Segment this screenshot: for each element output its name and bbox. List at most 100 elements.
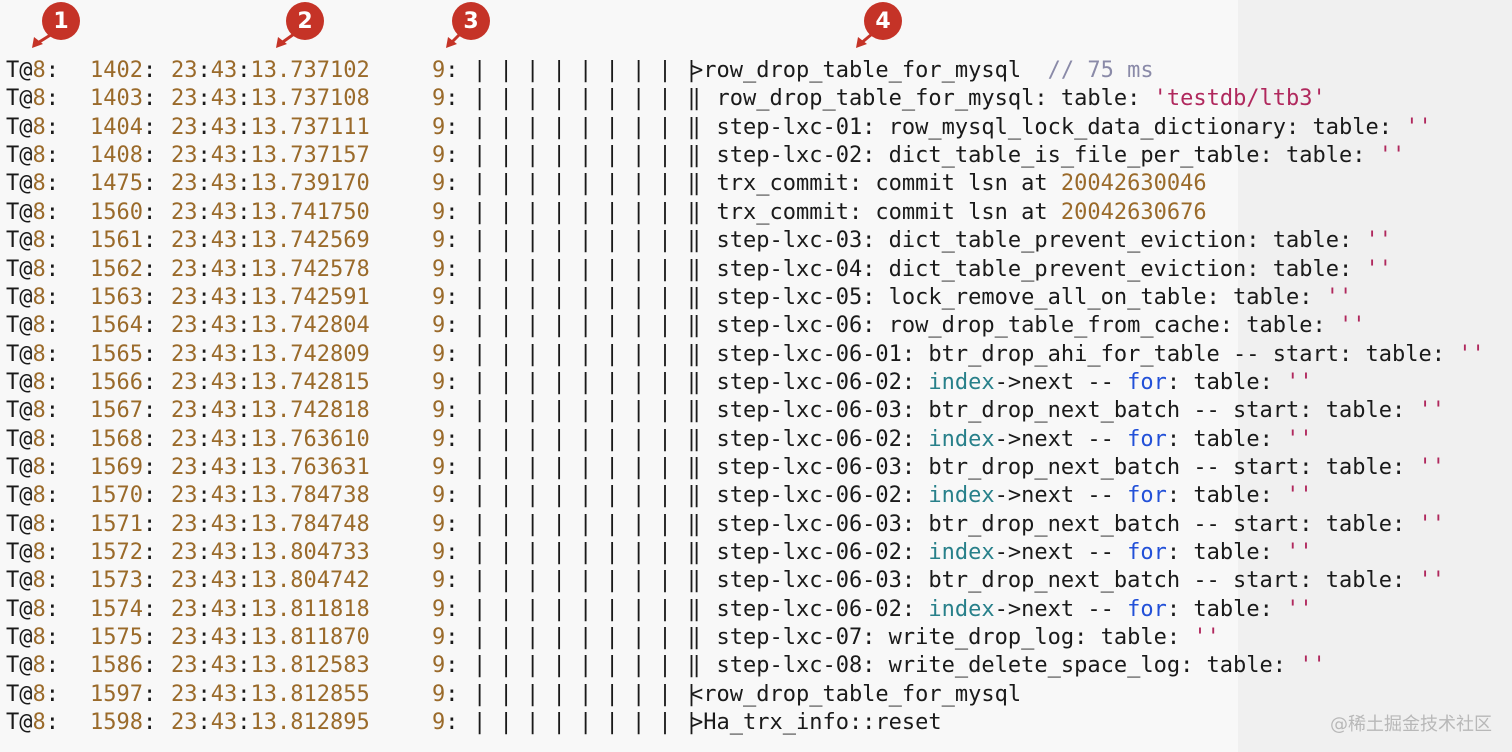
line-number-value: 1571 bbox=[90, 511, 143, 537]
colon: : bbox=[45, 454, 59, 480]
colon: : bbox=[45, 199, 59, 225]
colon: : bbox=[197, 58, 211, 83]
thread-number: 8 bbox=[32, 284, 46, 310]
message: | step-lxc-06-02: index->next -- for: ta… bbox=[690, 539, 1313, 567]
colon: : bbox=[445, 114, 459, 140]
hour: 23 bbox=[171, 625, 198, 650]
thread-prefix: T@ bbox=[6, 625, 33, 650]
minute: 43 bbox=[210, 341, 238, 367]
line-number-value: 1475 bbox=[90, 171, 143, 197]
line-number-value: 1597 bbox=[90, 681, 143, 707]
hour: 23 bbox=[171, 483, 198, 509]
line-number: 1475: bbox=[90, 170, 156, 198]
colon: : bbox=[445, 426, 459, 452]
message-part: | step-lxc-06-03: btr_drop_next_batch --… bbox=[690, 454, 1419, 480]
indent-bars: | | | | | | | | | bbox=[473, 710, 699, 736]
marker-arrow-4 bbox=[856, 32, 873, 48]
thread-number: 8 bbox=[32, 426, 46, 452]
line-number: 1573: bbox=[90, 567, 156, 595]
colon: : bbox=[197, 369, 211, 395]
colon: : bbox=[197, 256, 211, 282]
message-part: >row_drop_table_for_mysql bbox=[690, 58, 1048, 83]
line-number-value: 1408 bbox=[90, 143, 143, 169]
message-part: '' bbox=[1339, 313, 1366, 339]
message: | row_drop_table_for_mysql: table: 'test… bbox=[690, 85, 1326, 113]
depth: 9: bbox=[432, 652, 459, 680]
line-number: 1562: bbox=[90, 256, 156, 284]
timestamp: 23:43:13.763610 bbox=[171, 426, 370, 454]
colon: : bbox=[142, 398, 157, 424]
message-part: '' bbox=[1378, 143, 1406, 169]
colon: : bbox=[142, 596, 157, 622]
message: | step-lxc-06-02: index->next -- for: ta… bbox=[690, 482, 1313, 510]
depth-value: 9 bbox=[432, 540, 446, 565]
hour: 23 bbox=[171, 341, 198, 367]
thread-number: 8 bbox=[32, 596, 46, 622]
line-number: 1575: bbox=[90, 624, 156, 652]
colon: : bbox=[197, 596, 211, 622]
line-number-value: 1561 bbox=[90, 228, 143, 254]
timestamp: 23:43:13.804733 bbox=[171, 539, 370, 567]
depth-value: 9 bbox=[432, 625, 446, 650]
minute: 43 bbox=[210, 625, 238, 650]
hour: 23 bbox=[171, 313, 198, 339]
colon: : bbox=[197, 653, 211, 679]
colon: : bbox=[45, 228, 59, 254]
colon: : bbox=[45, 625, 59, 650]
message-part: : table: bbox=[1166, 483, 1287, 509]
message-part: | trx_commit: commit lsn at bbox=[690, 171, 1061, 197]
colon: : bbox=[142, 483, 157, 509]
marker-arrow-3 bbox=[446, 32, 462, 48]
depth-value: 9 bbox=[432, 511, 446, 537]
colon: : bbox=[445, 341, 459, 367]
thread-number: 8 bbox=[32, 653, 46, 679]
colon: : bbox=[45, 58, 59, 83]
colon: : bbox=[445, 143, 459, 169]
colon: : bbox=[142, 710, 157, 736]
thread-id: T@8: bbox=[6, 284, 59, 312]
message: | step-lxc-08: write_delete_space_log: t… bbox=[690, 652, 1326, 680]
minute: 43 bbox=[210, 568, 238, 594]
depth-value: 9 bbox=[432, 568, 446, 594]
line-number-value: 1575 bbox=[90, 625, 143, 650]
colon: : bbox=[445, 625, 459, 650]
indent-bars: | | | | | | | | | bbox=[473, 398, 699, 424]
depth-value: 9 bbox=[432, 171, 446, 197]
thread-id: T@8: bbox=[6, 652, 59, 680]
colon: : bbox=[197, 511, 211, 537]
thread-prefix: T@ bbox=[6, 171, 33, 197]
indent-bars: | | | | | | | | | bbox=[473, 86, 699, 112]
minute: 43 bbox=[210, 86, 238, 112]
thread-id: T@8: bbox=[6, 142, 59, 170]
message-part: ->next -- bbox=[994, 596, 1128, 622]
colon: : bbox=[45, 86, 59, 112]
hour: 23 bbox=[171, 171, 198, 197]
message: | step-lxc-07: write_drop_log: table: '' bbox=[690, 624, 1220, 652]
seconds: 13.742818 bbox=[250, 398, 370, 424]
colon: : bbox=[237, 681, 251, 707]
message-part: | row_drop_table_for_mysql: table: bbox=[690, 86, 1154, 112]
thread-id: T@8: bbox=[6, 567, 59, 595]
seconds: 13.804742 bbox=[250, 568, 370, 594]
line-number: 1403: bbox=[90, 85, 156, 113]
depth: 9: bbox=[432, 511, 459, 539]
thread-prefix: T@ bbox=[6, 341, 33, 367]
colon: : bbox=[237, 483, 251, 509]
indent-bars: | | | | | | | | | bbox=[473, 199, 699, 225]
colon: : bbox=[197, 284, 211, 310]
seconds: 13.742578 bbox=[250, 256, 370, 282]
indent-bars: | | | | | | | | | bbox=[473, 313, 699, 339]
message-part: | step-lxc-06-02: bbox=[690, 540, 929, 565]
colon: : bbox=[142, 625, 157, 650]
message-part: index bbox=[928, 540, 995, 565]
thread-id: T@8: bbox=[6, 170, 59, 198]
colon: : bbox=[142, 313, 157, 339]
hour: 23 bbox=[171, 426, 198, 452]
minute: 43 bbox=[210, 143, 238, 169]
indent-bars: | | | | | | | | | bbox=[473, 596, 699, 622]
line-number: 1597: bbox=[90, 681, 156, 709]
message-part: for bbox=[1127, 540, 1167, 565]
hour: 23 bbox=[171, 58, 198, 83]
thread-number: 8 bbox=[32, 143, 46, 169]
